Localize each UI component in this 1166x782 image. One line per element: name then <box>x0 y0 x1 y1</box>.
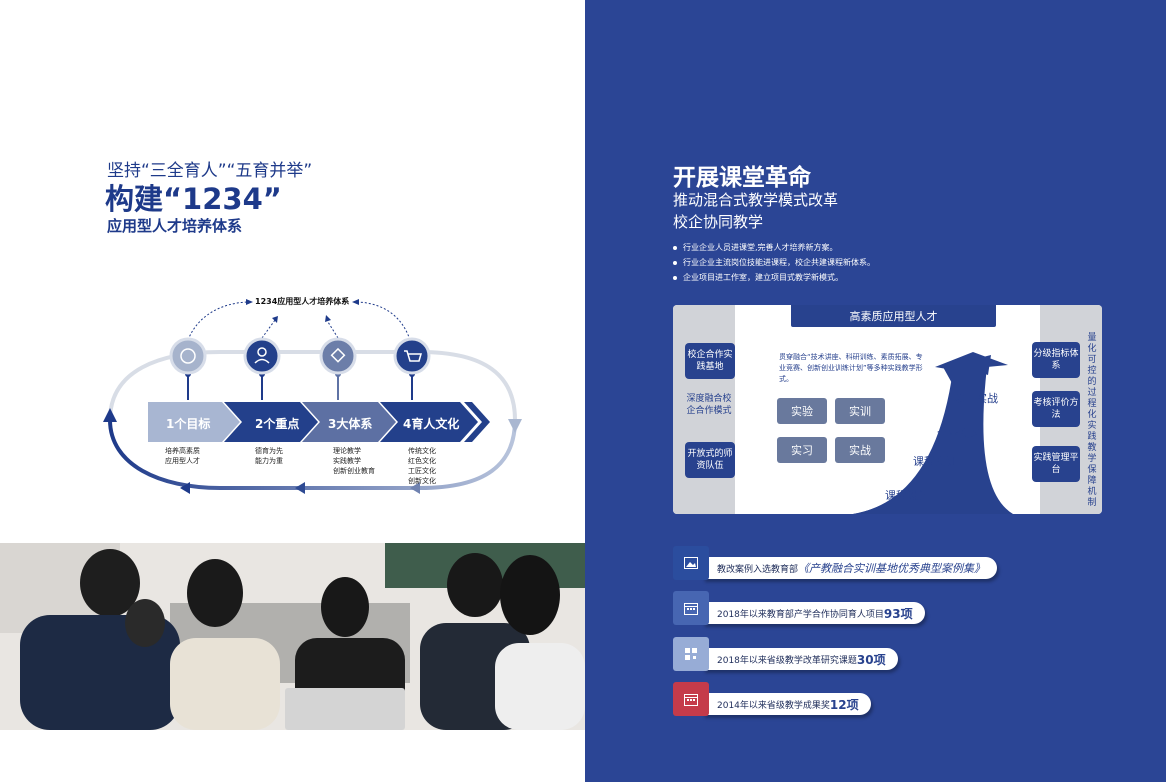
step-1-band <box>148 402 240 442</box>
right-title: 开展课堂革命 <box>673 165 811 191</box>
center-label: 1234应用型人才培养体系 <box>255 297 350 306</box>
right-subtitle-1: 推动混合式教学模式改革 <box>673 191 839 209</box>
bullet-list: 行业企业人员进课堂,完善人才培养新方案。 行业企业主流岗位技能进课程，校企共建课… <box>673 242 875 287</box>
stair-4-label: 项目实战 <box>954 392 998 405</box>
teaching-model-diagram: 校企合作实践基地 深度融合校企合作模式 开放式的师资队伍 高素质应用型人才 贯穿… <box>673 305 1102 514</box>
platform-box: 实践管理平台 <box>1032 446 1080 482</box>
tag-icon <box>319 337 357 375</box>
cart-icon <box>393 337 431 375</box>
bullet-item: 行业企业人员进课堂,完善人才培养新方案。 <box>673 242 875 253</box>
achievement-pill: 2014年以来省级教学成果奖 12项 <box>703 693 871 715</box>
evaluation-box: 考核评价方法 <box>1032 391 1080 427</box>
step-3-band <box>302 402 396 442</box>
step-1-items: 培养高素质 应用型人才 <box>165 447 200 465</box>
cooperation-mode-text: 深度融合校企合作模式 <box>686 394 732 416</box>
step-2-items: 德育为先 能力为重 <box>255 447 283 465</box>
photo-graphic <box>0 543 585 730</box>
achievement-pill: 2018年以来教育部产学合作协同育人项目 93项 <box>703 602 925 624</box>
experiment-box: 实验 <box>777 398 827 424</box>
step-4-band <box>380 402 478 442</box>
loop-arrow-left <box>103 408 117 422</box>
index-system-box: 分级指标体系 <box>1032 342 1080 378</box>
achievement-item-2: 2018年以来教育部产学合作协同育人项目 93项 <box>673 591 1013 625</box>
left-column <box>673 305 743 514</box>
practice-box: 实战 <box>835 437 885 463</box>
bullet-item: 企业项目进工作室，建立项目式教学新模式。 <box>673 272 875 283</box>
stair-3-label: 企业实习 <box>937 427 981 440</box>
left-title: 构建“1234” <box>105 182 282 216</box>
stair-2-label: 课程实训 <box>913 455 957 468</box>
step-4-label: 4育人文化 <box>403 417 460 431</box>
achievement-pill: 教改案例入选教育部 《产教融合实训基地优秀典型案例集》 <box>703 557 998 579</box>
step-3-items: 理论教学 实践教学 创新创业教育 <box>333 447 375 475</box>
stair-1-label: 课程设计 <box>885 489 929 502</box>
internship-box: 实习 <box>777 437 827 463</box>
top-goal-bar: 高素质应用型人才 <box>791 305 996 327</box>
right-subtitle-2: 校企协同教学 <box>673 213 764 231</box>
achievement-item-1: 教改案例入选教育部 《产教融合实训基地优秀典型案例集》 <box>673 546 1013 580</box>
practice-description: 贯穿融合“技术讲座、科研训练、素质拓展、专业竞赛、创新创业训练计划”等多种实践教… <box>779 353 923 383</box>
loop-arrow-right <box>508 419 522 433</box>
calendar-icon <box>673 591 709 625</box>
left-page: 坚持“三全育人”“五育并举” 构建“1234” 应用型人才培养体系 <box>0 161 585 730</box>
step-2-label: 2个重点 <box>255 417 300 431</box>
grid-icon <box>673 637 709 671</box>
loop-arrow-b2 <box>295 482 305 494</box>
achievement-pill: 2018年以来省级教学改革研究课题 30项 <box>703 648 898 670</box>
achievement-item-3: 2018年以来省级教学改革研究课题 30项 <box>673 637 1013 671</box>
achievement-item-4: 2014年以来省级教学成果奖 12项 <box>673 682 1013 716</box>
diagram-graphic <box>103 299 522 494</box>
training-box: 实训 <box>835 398 885 424</box>
training-system-diagram: 1234应用型人才培养体系 1个目标 2个重点 3大体系 4育人文化 培养高素质… <box>90 290 530 500</box>
image-icon <box>673 546 709 580</box>
touch-icon <box>169 337 207 375</box>
students-photo <box>0 543 585 730</box>
calendar-icon <box>673 682 709 716</box>
guarantee-mechanism-text: 量化可控的过程化实践教学保障机制 <box>1087 333 1097 508</box>
step-2-band <box>224 402 318 442</box>
bullet-item: 行业企业主流岗位技能进课程，校企共建课程新体系。 <box>673 257 875 268</box>
loop-arrow-b3 <box>410 482 420 494</box>
teacher-team-box: 开放式的师资队伍 <box>685 442 735 478</box>
loop-arrow-b1 <box>180 482 190 494</box>
left-subtitle: 应用型人才培养体系 <box>107 217 243 235</box>
loop-bottom <box>108 419 517 490</box>
left-kicker: 坚持“三全育人”“五育并举” <box>107 161 313 181</box>
step-4-items: 传统文化 红色文化 工匠文化 创新文化 <box>408 447 436 485</box>
step-1-label: 1个目标 <box>166 417 211 431</box>
partner-base-box: 校企合作实践基地 <box>685 343 735 379</box>
right-page: 开展课堂革命 推动混合式教学模式改革 校企协同教学 行业企业人员进课堂,完善人才… <box>585 0 1166 782</box>
step-3-label: 3大体系 <box>328 417 373 431</box>
